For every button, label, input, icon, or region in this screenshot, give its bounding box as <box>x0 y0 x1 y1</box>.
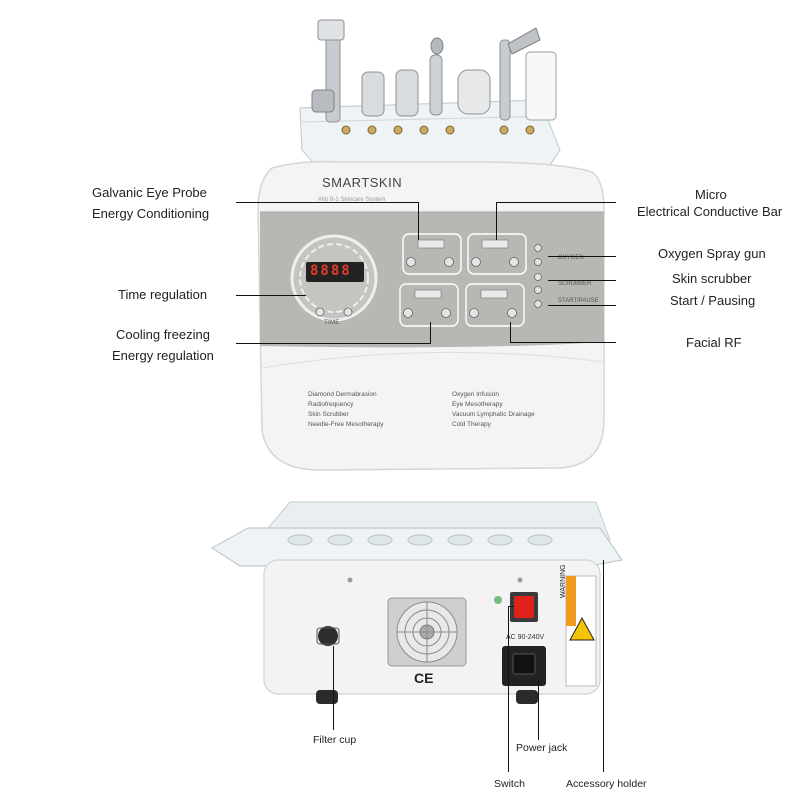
callout-time-line <box>236 295 306 296</box>
callout-micro-line <box>496 202 616 203</box>
callout-accessory-holder: Accessory holder <box>566 778 647 790</box>
callout-scrubber-line <box>548 280 616 281</box>
time-label: TIME <box>324 319 340 326</box>
callout-switch: Switch <box>494 778 525 790</box>
callout-micro-line1: Micro <box>695 187 727 202</box>
function-item: Eye Mesotherapy <box>452 401 503 408</box>
voltage-label: AC 90-240V <box>506 634 545 641</box>
callout-facial-rf-rise <box>510 322 511 343</box>
callout-cooling-line2: Energy regulation <box>112 348 214 363</box>
callout-cooling-line1: Cooling freezing <box>116 327 210 342</box>
callout-facial-rf-line <box>510 342 616 343</box>
switch-leader-horizontal <box>508 606 514 607</box>
callout-cooling-line <box>236 343 431 344</box>
accessory-holder-leader <box>603 560 604 772</box>
function-item: Radiofrequency <box>308 401 354 408</box>
device-subtitle: Alto 8-1 Skincare System <box>318 197 386 203</box>
function-item: Needle-Free Mesotherapy <box>308 421 384 428</box>
callout-oxygen-spray: Oxygen Spray gun <box>658 246 766 261</box>
start-pause-button-label: START/PAUSE <box>558 298 599 304</box>
ce-mark: CE <box>414 670 434 686</box>
oxygen-button-label: OXYGEN <box>558 255 584 261</box>
device-back-illustration <box>210 501 624 704</box>
function-list-left: Diamond Dermabrasion Radiofrequency Skin… <box>308 390 384 430</box>
function-item: Vacuum Lymphatic Drainage <box>452 411 535 418</box>
callout-oxygen-line <box>548 256 616 257</box>
callout-facial-rf: Facial RF <box>686 335 742 350</box>
filter-cup-leader <box>333 646 334 730</box>
scrubber-button-label: SCRUBBER <box>558 281 592 287</box>
callout-micro-line2: Electrical Conductive Bar <box>637 204 783 219</box>
callout-galvanic-line1: Galvanic Eye Probe <box>92 185 207 200</box>
function-list-right: Oxygen Infusion Eye Mesotherapy Vacuum L… <box>452 390 535 430</box>
callout-time-regulation: Time regulation <box>118 287 208 302</box>
callout-galvanic-line2: Energy Conditioning <box>92 206 210 221</box>
accessory-tray <box>299 19 561 171</box>
callout-start-pausing: Start / Pausing <box>670 293 756 308</box>
function-item: Skin Scrubber <box>308 411 349 418</box>
function-item: Oxygen Infusion <box>452 391 499 398</box>
callout-start-line <box>548 305 616 306</box>
callout-power-jack: Power jack <box>516 742 568 754</box>
callout-cooling-rise <box>430 322 431 344</box>
function-item: Diamond Dermabrasion <box>308 391 377 398</box>
warning-label: WARNING <box>560 564 567 598</box>
device-brand: SMARTSKIN <box>322 175 403 190</box>
callout-galvanic-line <box>236 202 419 203</box>
power-jack-leader <box>538 678 539 740</box>
function-item: Cold Therapy <box>452 421 491 428</box>
callout-galvanic-drop <box>418 202 419 240</box>
callout-micro-drop <box>496 202 497 240</box>
timer-display-bg <box>306 262 364 282</box>
callout-skin-scrubber: Skin scrubber <box>672 271 752 286</box>
callout-filter-cup: Filter cup <box>313 734 357 746</box>
device-front-illustration <box>257 19 605 471</box>
timer-display: 8888 <box>310 263 352 279</box>
switch-leader <box>508 606 509 772</box>
